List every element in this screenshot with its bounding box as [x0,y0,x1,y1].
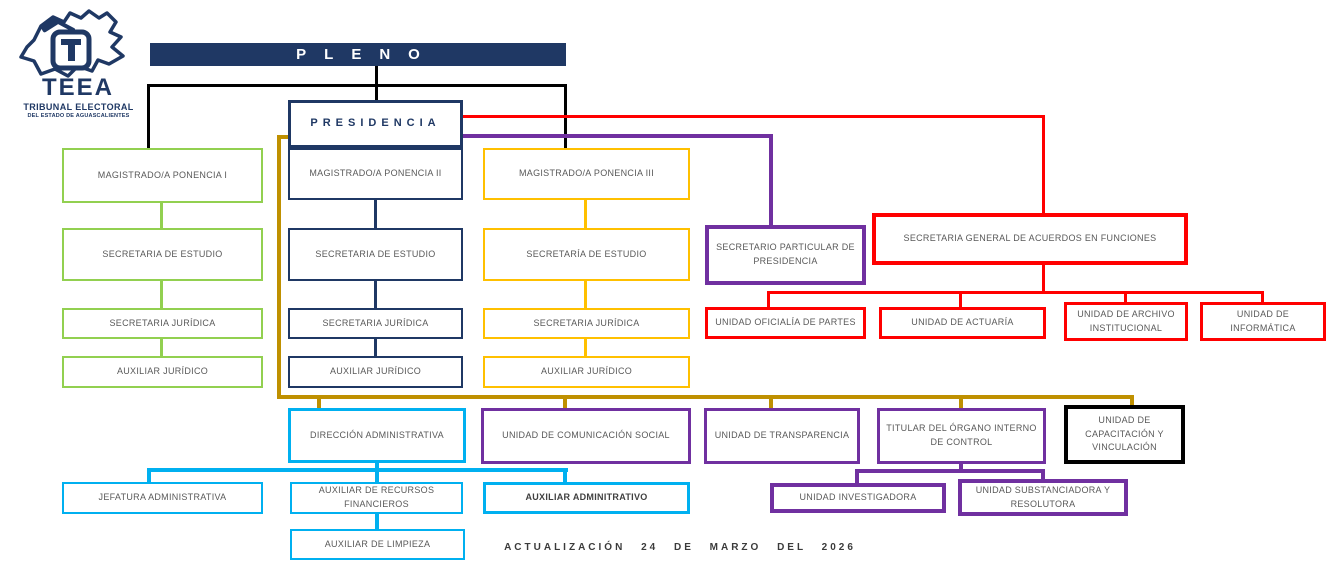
magistrado-ponencia-1-box: MAGISTRADO/A PONENCIA I [62,148,263,203]
unidad-archivo-institucional-box: UNIDAD DE ARCHIVO INSTITUCIONAL [1064,302,1188,341]
connector-secgeneral-riser [1042,265,1045,293]
unidad-oficialia-partes-box: UNIDAD OFICIALÍA DE PARTES [705,307,866,339]
connector-drop-titular [959,395,963,408]
connector-drop-direccion [317,395,321,408]
unidad-actuaria-box: UNIDAD DE ACTUARÍA [879,307,1046,339]
connector-gold-horizontal [277,395,1134,399]
connector-sga-horizontal [767,291,1264,294]
connector-col3-stub [584,281,587,308]
connector-oic-riser [959,464,963,472]
direccion-administrativa-box: DIRECCIÓN ADMINISTRATIVA [288,408,466,463]
pleno-box: PLENO [150,43,566,66]
auxiliar-administrativo-box: AUXILIAR ADMINITRATIVO [483,482,690,514]
secretario-particular-box: SECRETARIO PARTICULAR DE PRESIDENCIA [705,225,866,285]
connector-drop-oficialia [767,291,770,307]
logo-acronym: TEEA [41,74,114,101]
secretaria-general-acuerdos-box: SECRETARIA GENERAL DE ACUERDOS EN FUNCIO… [872,213,1188,265]
auxiliar-juridico-1-box: AUXILIAR JURÍDICO [62,356,263,388]
auxiliar-limpieza-box: AUXILIAR DE LIMPIEZA [290,529,465,560]
secretaria-juridica-1-box: SECRETARIA JURÍDICA [62,308,263,339]
connector-col1-stub [160,281,163,308]
connector-col3-stub [584,200,587,228]
connector-drop-auxadmin [563,468,567,482]
secretaria-juridica-3-box: SECRETARIA JURÍDICA [483,308,690,339]
connector-gold-vertical [277,135,281,399]
unidad-informatica-box: UNIDAD DE INFORMÁTICA [1200,302,1326,341]
logo-title: TRIBUNAL ELECTORAL [23,102,134,112]
t-emblem-icon [50,29,92,71]
connector-col2-stub [374,281,377,308]
connector-drop-jefatura [147,468,151,482]
unidad-substanciadora-resolutora-box: UNIDAD SUBSTANCIADORA Y RESOLUTORA [958,479,1128,516]
connector-pleno-horizontal [147,84,567,87]
connector-col2-stub [374,200,377,228]
connector-direccion-horizontal [147,468,568,472]
connector-drop-archivo [1124,291,1127,302]
unidad-comunicacion-social-box: UNIDAD DE COMUNICACIÓN SOCIAL [481,408,691,464]
auxiliar-juridico-2-box: AUXILIAR JURÍDICO [288,356,463,388]
titular-organo-interno-control-box: TITULAR DEL ÓRGANO INTERNO DE CONTROL [877,408,1046,464]
gavel-icon [40,16,76,33]
connector-drop-actuaria [959,291,962,307]
magistrado-ponencia-3-box: MAGISTRADO/A PONENCIA III [483,148,690,200]
logo-subtitle: DEL ESTADO DE AGUASCALIENTES [27,113,130,119]
secretaria-juridica-2-box: SECRETARIA JURÍDICA [288,308,463,339]
connector-pleno-ponencia1 [147,84,150,148]
auxiliar-recursos-financieros-box: AUXILIAR DE RECURSOS FINANCIEROS [290,482,463,514]
connector-col1-stub [160,203,163,228]
connector-presidencia-secparticular [463,134,773,138]
secretaria-estudio-2-box: SECRETARIA DE ESTUDIO [288,228,463,281]
jefatura-administrativa-box: JEFATURA ADMINISTRATIVA [62,482,263,514]
auxiliar-juridico-3-box: AUXILIAR JURÍDICO [483,356,690,388]
unidad-investigadora-box: UNIDAD INVESTIGADORA [770,483,946,513]
connector-col3-stub [584,339,587,356]
connector-drop-recursos [375,468,379,482]
magistrado-ponencia-2-box: MAGISTRADO/A PONENCIA II [288,148,463,200]
teea-logo: TEEA TRIBUNAL ELECTORAL DEL ESTADO DE AG… [6,6,151,128]
update-date-caption: ACTUALIZACIÓN 24 DE MARZO DEL 2026 [504,542,856,553]
unidad-transparencia-box: UNIDAD DE TRANSPARENCIA [704,408,860,464]
connector-col2-stub [374,339,377,356]
secretaria-estudio-1-box: SECRETARIA DE ESTUDIO [62,228,263,281]
connector-recursos-limpieza [375,514,379,529]
connector-drop-capacitacion [1130,395,1134,405]
connector-secgeneral-drop [1042,115,1045,213]
connector-drop-substanciadora [1041,469,1045,479]
connector-drop-comunicacion [563,395,567,408]
connector-direccion-riser [375,463,379,471]
unidad-capacitacion-vinculacion-box: UNIDAD DE CAPACITACIÓN Y VINCULACIÓN [1064,405,1185,464]
connector-col1-stub [160,339,163,356]
secretaria-estudio-3-box: SECRETARÍA DE ESTUDIO [483,228,690,281]
connector-oic-horizontal [855,469,1045,473]
connector-secparticular-drop [769,134,773,225]
connector-drop-transparencia [769,395,773,408]
connector-pleno-presidencia [375,66,378,100]
connector-drop-investigadora [855,469,859,483]
connector-presidencia-secgeneral [463,115,1045,118]
aguascalientes-state-outline-icon [19,9,125,78]
connector-gold-elbow [277,135,288,139]
connector-drop-informatica [1261,291,1264,302]
presidencia-box: PRESIDENCIA [288,100,463,148]
